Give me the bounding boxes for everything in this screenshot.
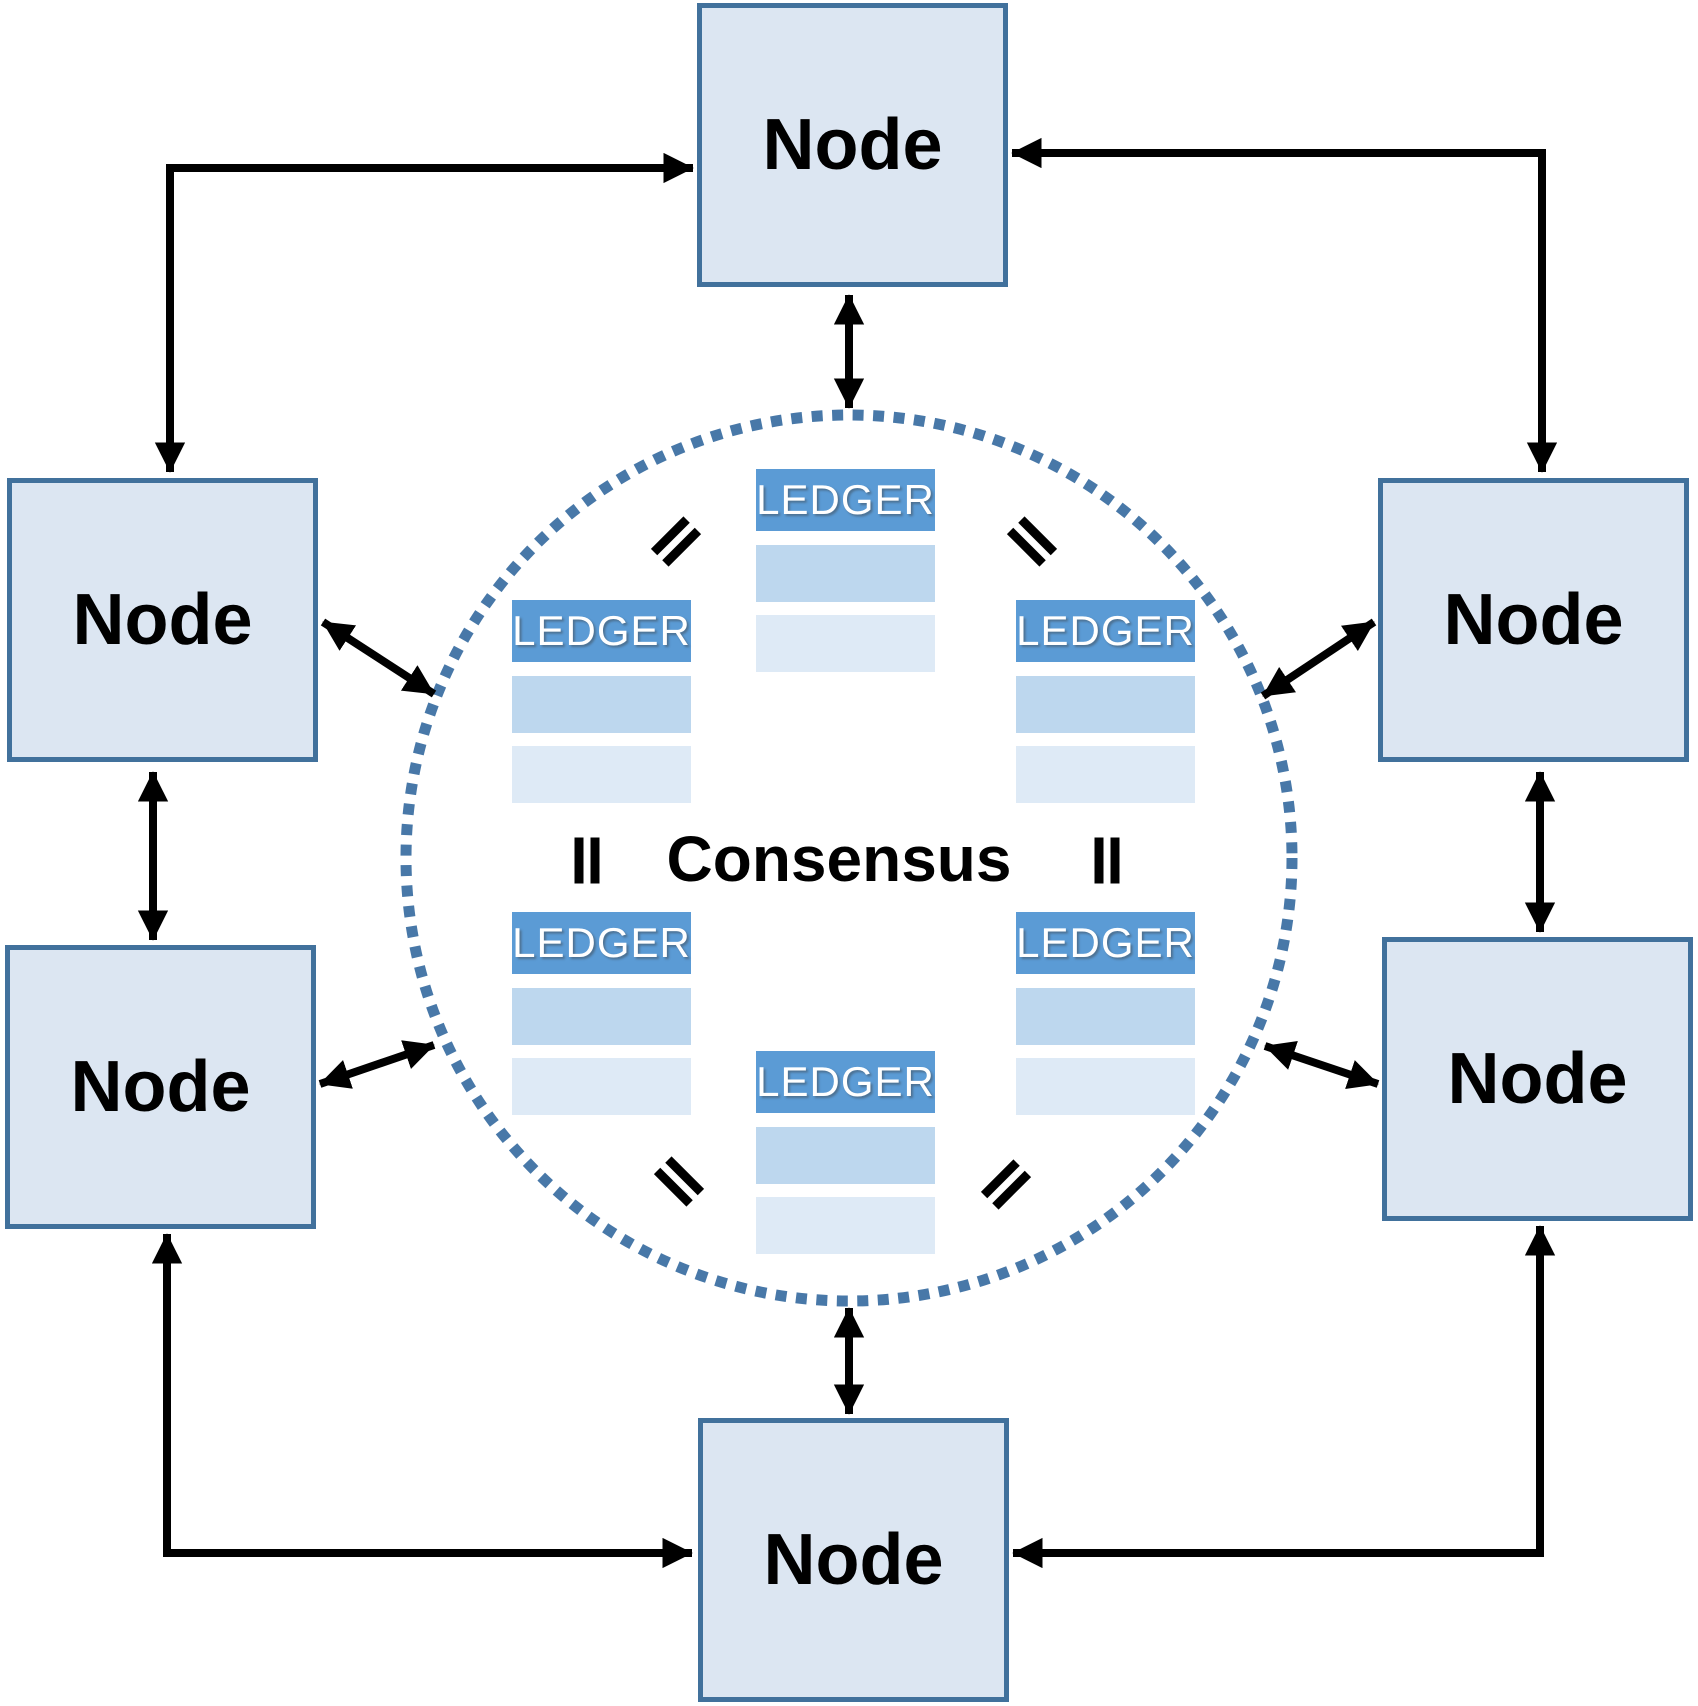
equals-icon — [574, 837, 600, 884]
ledger-header: LEDGER — [756, 469, 935, 531]
elbow-topleft — [154, 152, 694, 473]
node-box-upper-right: Node — [1378, 478, 1689, 762]
node-box-lower-right: Node — [1382, 937, 1693, 1221]
ledger-header: LEDGER — [512, 600, 691, 662]
ledger-table-mid-left: LEDGER — [512, 600, 691, 803]
arrow-upperrightnode-circle — [1260, 618, 1377, 700]
ledger-row — [512, 746, 691, 803]
ledger-header: LEDGER — [1016, 912, 1195, 974]
ledger-row — [512, 676, 691, 733]
consensus-circle-outline — [400, 409, 1298, 1307]
node-box-upper-left: Node — [7, 478, 318, 762]
ledger-table-top: LEDGER — [756, 469, 935, 672]
ledger-header: LEDGER — [512, 912, 691, 974]
ledger-row — [512, 1058, 691, 1115]
equals-icon — [1094, 837, 1120, 884]
node-label: Node — [1443, 580, 1624, 660]
ledger-row — [1016, 676, 1195, 733]
ledger-row — [1016, 746, 1195, 803]
ledger-row — [756, 545, 935, 602]
node-box-lower-left: Node — [5, 945, 316, 1229]
ledger-row — [756, 615, 935, 672]
arrow-lowerrightnode-circle — [1263, 1041, 1380, 1089]
ledger-row — [1016, 1058, 1195, 1115]
node-label: Node — [70, 1047, 251, 1127]
arrow-lowerleftnode-circle — [318, 1040, 436, 1089]
equals-bar — [1110, 837, 1120, 884]
node-label: Node — [72, 580, 253, 660]
ledger-header: LEDGER — [1016, 600, 1195, 662]
ledger-row — [1016, 988, 1195, 1045]
consensus-title: Consensus — [666, 823, 1012, 895]
ledger-table-lower-left: LEDGER — [512, 912, 691, 1115]
ledger-table-lower-right: LEDGER — [1016, 912, 1195, 1115]
node-box-top: Node — [697, 3, 1008, 287]
ledger-header: LEDGER — [756, 1051, 935, 1113]
node-label: Node — [1447, 1039, 1628, 1119]
arrow-upperleftnode-circle — [320, 618, 437, 698]
elbow-topright — [1011, 137, 1558, 473]
node-label: Node — [763, 1520, 944, 1600]
equals-bar — [574, 837, 584, 884]
ledger-row — [756, 1127, 935, 1184]
node-box-bottom: Node — [698, 1418, 1009, 1702]
ledger-row — [512, 988, 691, 1045]
elbow-bottomright — [1012, 1225, 1556, 1569]
elbow-bottomleft — [151, 1233, 693, 1569]
ledger-table-mid-right: LEDGER — [1016, 600, 1195, 803]
node-label: Node — [762, 105, 943, 185]
equals-bar — [1094, 837, 1104, 884]
equals-bar — [590, 837, 600, 884]
ledger-row — [756, 1197, 935, 1254]
ledger-table-bottom: LEDGER — [756, 1051, 935, 1254]
